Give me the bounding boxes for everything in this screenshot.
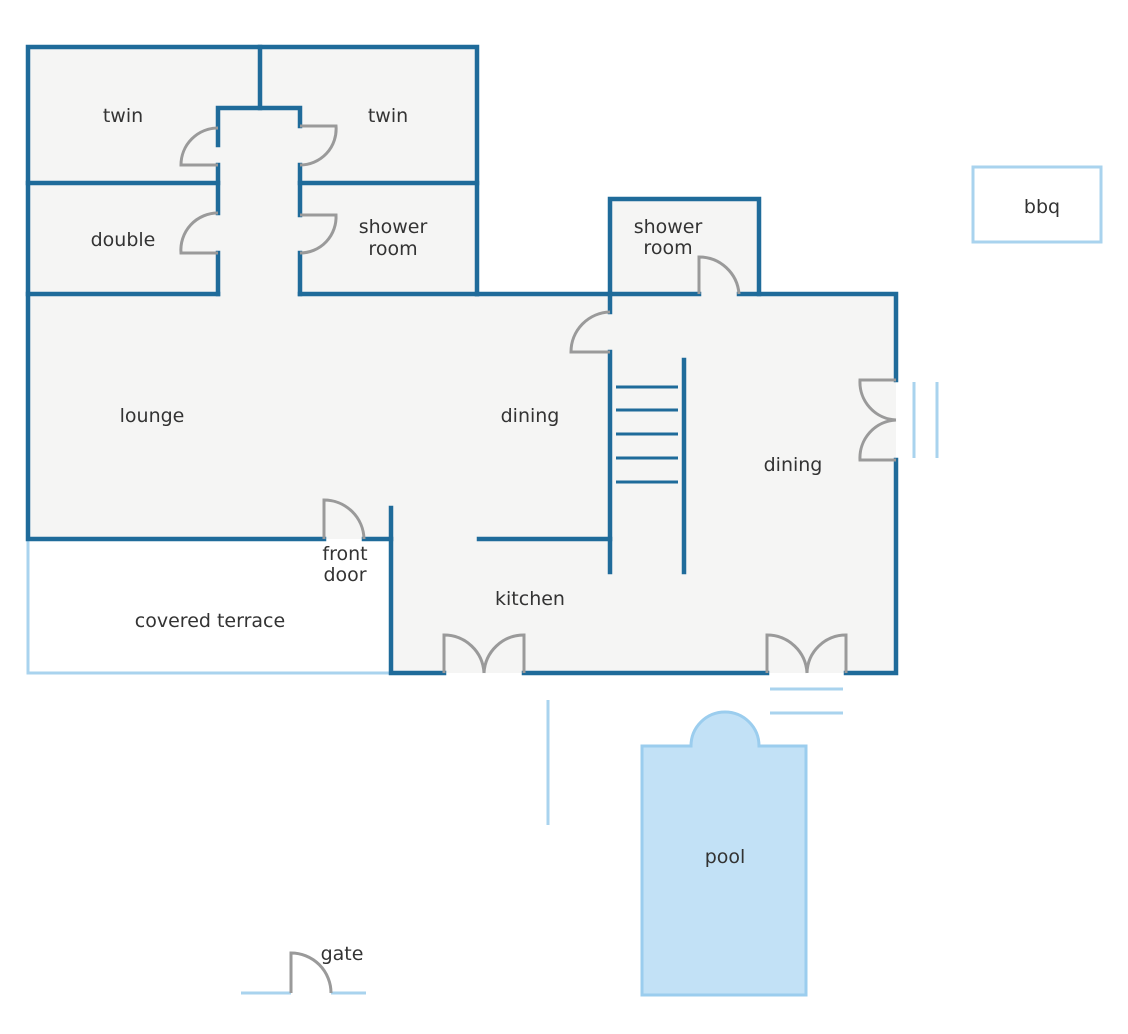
floor-main [28, 294, 896, 539]
label-dining-right: dining [764, 454, 823, 476]
wall-exterior-west [25, 44, 480, 542]
door-shower-room-2 [697, 255, 741, 295]
door-shower-room-1 [299, 213, 338, 255]
label-lounge: lounge [120, 405, 185, 427]
gate [289, 951, 333, 994]
wall-shower-room-2 [607, 196, 762, 297]
door-twin-right [299, 124, 338, 167]
label-front-door: door [323, 564, 366, 586]
doors [179, 124, 897, 994]
pool [640, 710, 808, 997]
floor-areas [28, 47, 896, 673]
door-pool-1 [765, 633, 809, 674]
door-east-upper [858, 378, 897, 422]
label-covered-terrace: covered terrace [135, 610, 285, 632]
wall-east-north [736, 291, 899, 383]
label-shower-room-1: shower [359, 216, 428, 238]
door-stair-hall [569, 310, 611, 354]
label-twin-left: twin [103, 105, 143, 127]
door-pool-2 [805, 633, 848, 674]
outdoor-lines [26, 165, 1103, 995]
door-kitchen-left-2 [482, 633, 526, 674]
wall-exterior-east [843, 457, 899, 676]
label-pool: pool [705, 846, 746, 868]
label-bbq: bbq [1024, 196, 1060, 218]
floor-bedrooms [28, 47, 477, 294]
wall-kitchen-west-south [388, 505, 447, 676]
room-labels: twin twin double shower room shower room… [91, 105, 1060, 965]
label-twin-right: twin [368, 105, 408, 127]
terrace-outline [26, 539, 391, 675]
label-double: double [91, 229, 156, 251]
door-east-lower [858, 418, 897, 462]
label-gate: gate [321, 943, 364, 965]
bbq-outline [971, 165, 1103, 244]
door-kitchen-left-1 [442, 633, 486, 674]
floor-kitchen [391, 539, 896, 673]
door-double [179, 211, 219, 255]
label-front-door: front [322, 543, 367, 565]
front-door [322, 498, 366, 540]
label-kitchen: kitchen [495, 588, 565, 610]
label-dining-left: dining [501, 405, 560, 427]
label-shower-room-2: room [643, 237, 692, 259]
label-shower-room-2: shower [634, 216, 703, 238]
walls [25, 44, 899, 676]
label-shower-room-1: room [368, 238, 417, 260]
door-twin-left [179, 126, 219, 167]
stairs [616, 385, 678, 484]
